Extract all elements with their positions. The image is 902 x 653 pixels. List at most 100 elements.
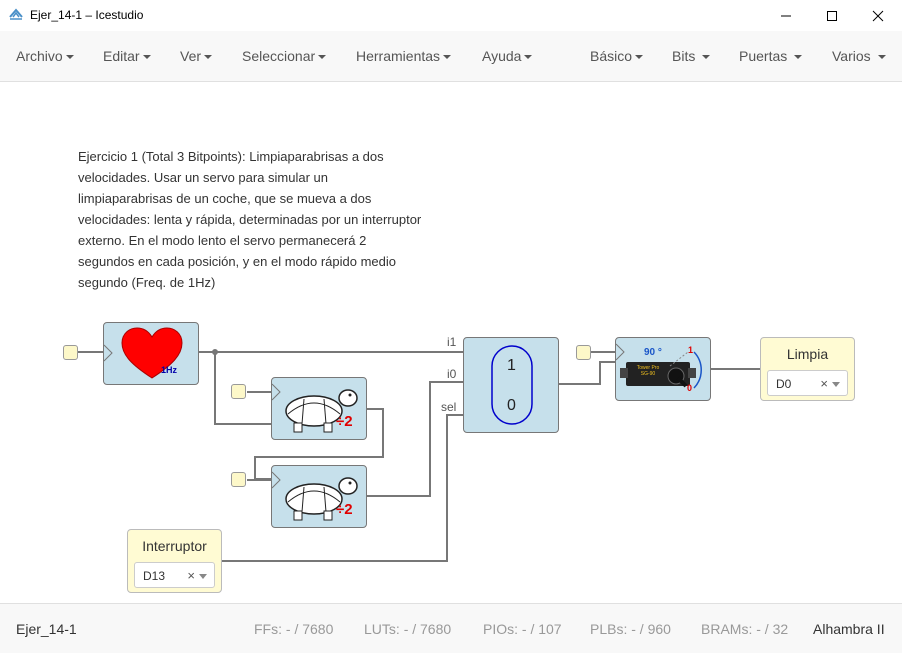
clear-icon[interactable]: × <box>820 376 828 391</box>
menu-ver-label: Ver <box>180 48 202 64</box>
mux-value-top: 1 <box>507 357 516 374</box>
divider2-label: ÷2 <box>336 501 353 518</box>
output-limpia[interactable]: Limpia D0 × <box>760 337 855 401</box>
caret-down-icon <box>524 55 533 60</box>
pios-value: - / 107 <box>521 621 562 637</box>
input-interruptor[interactable]: Interruptor D13 × <box>127 529 222 593</box>
wire-switch-to-sel <box>221 414 463 562</box>
menu-archivo[interactable]: Archivo <box>16 31 74 81</box>
output-name: Limpia <box>786 346 829 362</box>
servo-pin[interactable] <box>576 345 591 360</box>
caret-down-icon <box>204 55 213 60</box>
menu-editar[interactable]: Editar <box>103 31 151 81</box>
menu-basico-label: Básico <box>590 48 633 64</box>
menu-seleccionar[interactable]: Seleccionar <box>242 31 327 81</box>
ffs-label: FFs: <box>254 621 282 637</box>
menu-varios[interactable]: Varios <box>832 31 886 81</box>
luts-value: - / 7680 <box>403 621 452 637</box>
plbs-stat: PLBs: - / 960 <box>590 621 671 637</box>
clear-icon[interactable]: × <box>187 568 195 583</box>
input-pin-select[interactable]: D13 × <box>134 562 215 588</box>
wires <box>78 349 760 562</box>
luts-label: LUTs: <box>364 621 400 637</box>
board-name: Alhambra II <box>813 621 885 637</box>
wire-div2-to-mux-i0 <box>366 381 463 497</box>
mux-port-sel: sel <box>441 400 457 414</box>
maximize-icon <box>827 10 837 21</box>
servo-mark-0: 0 <box>687 383 693 393</box>
input-pin-value: D13 <box>143 569 166 583</box>
menu-bar: Archivo Editar Ver Seleccionar Herramien… <box>0 31 902 82</box>
menu-puertas[interactable]: Puertas <box>739 31 803 81</box>
output-pin-select[interactable]: D0 × <box>767 370 848 396</box>
menu-puertas-label: Puertas <box>739 48 788 64</box>
input-name: Interruptor <box>142 538 207 554</box>
multiplexer-block[interactable]: 1 0 <box>463 337 559 433</box>
heart-clock-block[interactable]: 1Hz <box>103 322 199 385</box>
status-bar: Ejer_14-1 FFs: - / 7680 LUTs: - / 7680 P… <box>0 603 902 653</box>
dropdown-arrow-icon[interactable] <box>199 574 207 579</box>
menu-herramientas[interactable]: Herramientas <box>356 31 452 81</box>
wire-junction <box>212 349 218 355</box>
plbs-value: - / 960 <box>631 621 671 637</box>
divider1-block[interactable]: ÷2 <box>271 377 367 440</box>
caret-down-icon <box>142 55 151 60</box>
menu-editar-label: Editar <box>103 48 140 64</box>
minimize-button[interactable] <box>763 0 809 31</box>
wire-heart-to-div1 <box>214 352 272 425</box>
servo-icon <box>616 343 702 389</box>
divider2-pin[interactable] <box>231 472 246 487</box>
menu-ver[interactable]: Ver <box>180 31 213 81</box>
mux-outline <box>491 345 533 425</box>
menu-bits-label: Bits <box>672 48 696 64</box>
caret-down-icon <box>877 55 886 60</box>
pios-stat: PIOs: - / 107 <box>483 621 562 637</box>
caret-down-icon <box>702 55 711 60</box>
servo-angle-label: 90 ° <box>644 347 662 358</box>
menu-bits[interactable]: Bits <box>672 31 711 81</box>
close-button[interactable] <box>855 0 901 31</box>
menu-ayuda-label: Ayuda <box>482 48 522 64</box>
caret-down-icon <box>794 55 803 60</box>
mux-port-i0: i0 <box>447 367 457 381</box>
window-title: Ejer_14-1 – Icestudio <box>30 8 144 22</box>
ffs-value: - / 7680 <box>285 621 334 637</box>
ffs-stat: FFs: - / 7680 <box>254 621 333 637</box>
caret-down-icon <box>318 55 327 60</box>
menu-ayuda[interactable]: Ayuda <box>482 31 533 81</box>
caret-down-icon <box>65 55 74 60</box>
servo-block[interactable]: Tower Pro SG-90 90 ° 1 0 <box>615 337 711 401</box>
divider1-pin[interactable] <box>231 384 246 399</box>
wire-mux-to-servo <box>558 361 616 385</box>
info-comment[interactable]: Ejercicio 1 (Total 3 Bitpoints): Limpiap… <box>78 149 422 290</box>
mux-port-i1: i1 <box>447 335 457 349</box>
output-pin-value: D0 <box>776 377 792 391</box>
servo-chip-label: Tower Pro SG-90 <box>636 365 660 377</box>
divider1-label: ÷2 <box>336 413 353 430</box>
close-icon <box>872 10 884 21</box>
title-bar: Ejer_14-1 – Icestudio <box>0 0 902 32</box>
menu-basico[interactable]: Básico <box>590 31 644 81</box>
dropdown-arrow-icon[interactable] <box>832 382 840 387</box>
divider2-block[interactable]: ÷2 <box>271 465 367 528</box>
brams-stat: BRAMs: - / 32 <box>701 621 788 637</box>
mux-value-bottom: 0 <box>507 397 516 414</box>
minimize-icon <box>781 15 791 16</box>
turtle-icon <box>272 383 358 433</box>
heart-freq-label: 1Hz <box>161 365 178 375</box>
menu-herramientas-label: Herramientas <box>356 48 441 64</box>
pios-label: PIOs: <box>483 621 519 637</box>
menu-seleccionar-label: Seleccionar <box>242 48 316 64</box>
menu-varios-label: Varios <box>832 48 871 64</box>
plbs-label: PLBs: <box>590 621 628 637</box>
heart-enable-pin[interactable] <box>63 345 78 360</box>
servo-mark-1: 1 <box>688 345 694 355</box>
design-canvas[interactable]: Ejercicio 1 (Total 3 Bitpoints): Limpiap… <box>0 82 902 603</box>
heart-icon <box>104 327 183 379</box>
caret-down-icon <box>635 55 644 60</box>
brams-value: - / 32 <box>756 621 789 637</box>
turtle-icon <box>272 471 358 521</box>
project-name: Ejer_14-1 <box>16 621 77 637</box>
menu-archivo-label: Archivo <box>16 48 63 64</box>
maximize-button[interactable] <box>809 0 855 31</box>
